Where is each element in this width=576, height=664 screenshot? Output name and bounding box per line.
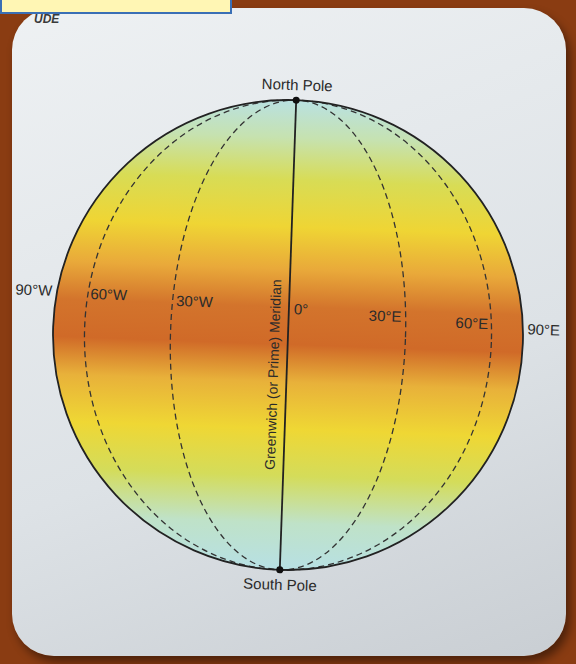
title-box	[0, 0, 232, 14]
longitude-label: 90°W	[15, 280, 52, 299]
longitude-label: 0°	[294, 300, 309, 318]
meridian-30	[162, 96, 413, 574]
longitude-label: 30°W	[176, 292, 213, 311]
meridian-60	[76, 93, 499, 577]
pole-label: South Pole	[243, 575, 317, 596]
pole-dot	[276, 566, 283, 573]
globe-fill	[45, 92, 531, 578]
pole-dot	[293, 97, 300, 104]
pole-label: North Pole	[261, 75, 332, 95]
title-fragment: UDE	[34, 12, 59, 26]
longitude-label: 90°E	[527, 320, 560, 339]
longitude-label: 30°E	[368, 307, 401, 326]
longitude-label: 60°W	[90, 285, 127, 304]
longitude-label: 60°E	[455, 314, 488, 333]
globe-outline	[45, 92, 531, 578]
